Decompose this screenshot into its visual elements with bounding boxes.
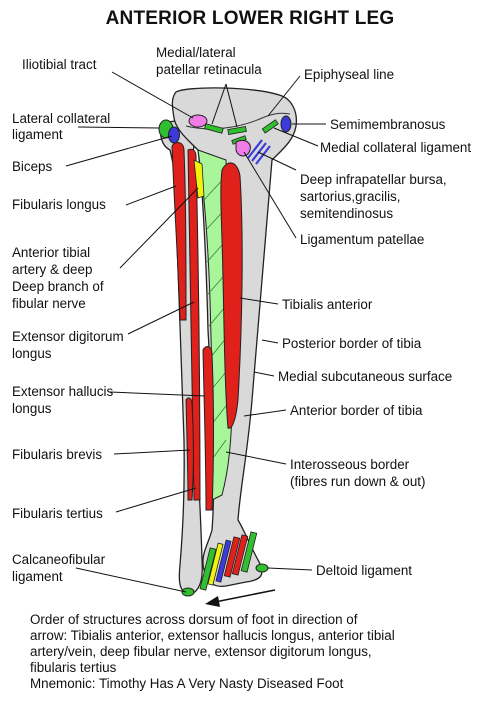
leader-lines — [65, 71, 326, 593]
label-edl-line1: Extensor digitorum — [12, 329, 124, 344]
label-lateral-collateral-line1: Lateral collateral — [12, 111, 111, 126]
caption-mnemonic: Mnemonic: Timothy Has A Very Nasty Disea… — [30, 676, 344, 691]
caption-line1: Order of structures across dorsum of foo… — [30, 612, 358, 627]
ehl-muscle — [202, 346, 214, 511]
direction-arrow — [205, 589, 276, 607]
retinaculum-medial — [227, 126, 247, 135]
label-anterior-border: Anterior border of tibia — [290, 403, 423, 418]
label-deep-bursa-line2: sartorius,gracilis, — [300, 189, 401, 204]
label-lateral-collateral-line2: ligament — [12, 127, 63, 142]
label-medial-surface: Medial subcutaneous surface — [278, 369, 453, 384]
ankle-tendon-fibularis-tertius — [199, 547, 217, 591]
label-interosseous-line2: (fibres run down & out) — [290, 474, 426, 489]
label-semimembranosus: Semimembranosus — [330, 117, 446, 132]
caption-block: Order of structures across dorsum of foo… — [30, 612, 498, 692]
ankle-tendons — [199, 531, 258, 591]
deep-infrapatellar-bursa — [235, 139, 251, 157]
medial-collateral-ligament — [261, 119, 279, 134]
label-fibularis-brevis: Fibularis brevis — [12, 447, 103, 462]
ankle-tendon-edl — [240, 531, 258, 573]
iliotibial-tract — [188, 114, 208, 128]
label-ligamentum-patellae: Ligamentum patellae — [300, 232, 425, 247]
ankle-tendon-artery — [215, 539, 232, 583]
fibularis-longus-muscle — [171, 142, 187, 321]
label-ant-tibial-line2: artery & deep — [12, 262, 93, 277]
diagram-title: ANTERIOR LOWER RIGHT LEG — [105, 8, 395, 29]
label-fibularis-tertius: Fibularis tertius — [12, 506, 103, 521]
ankle-tendon-nerve — [207, 542, 224, 586]
label-epiphyseal-line: Epiphyseal line — [304, 67, 395, 82]
label-posterior-border: Posterior border of tibia — [282, 336, 422, 351]
ankle-tendon-tibialis-anterior — [231, 534, 249, 576]
label-medial-collateral: Medial collateral ligament — [320, 140, 472, 155]
label-ehl-line1: Extensor hallucis — [12, 384, 114, 399]
label-ant-tibial-line1: Anterior tibial — [12, 245, 91, 260]
label-retinacula-line1: Medial/lateral — [156, 45, 236, 60]
calcaneofibular-ligament — [181, 587, 195, 597]
retinaculum-lateral — [204, 123, 224, 134]
label-fibularis-longus: Fibularis longus — [12, 197, 106, 212]
label-deep-bursa-line3: semitendinosus — [300, 206, 394, 221]
semimembranosus-insertion — [280, 115, 292, 133]
label-biceps: Biceps — [12, 159, 53, 174]
label-retinacula-line2: patellar retinacula — [156, 62, 262, 77]
label-interosseous-line1: Interosseous border — [290, 457, 410, 472]
deltoid-ligament — [255, 563, 269, 573]
edl-muscle — [187, 148, 201, 501]
label-calcaneofibular-line1: Calcaneofibular — [12, 552, 106, 567]
fibularis-brevis-muscle — [185, 397, 194, 501]
caption-line4: fibularis tertius — [30, 660, 117, 675]
ankle-tendon-ehl — [223, 536, 241, 578]
label-ant-tibial-line3: Deep branch of — [12, 279, 104, 294]
label-edl-line2: longus — [12, 346, 52, 361]
label-deltoid-ligament: Deltoid ligament — [316, 563, 413, 578]
label-deep-bursa-line1: Deep infrapatellar bursa, — [300, 172, 447, 187]
tibialis-anterior-muscle — [220, 162, 243, 429]
label-tibialis-anterior: Tibialis anterior — [282, 297, 373, 312]
label-calcaneofibular-line2: ligament — [12, 569, 63, 584]
label-iliotibial-tract: Iliotibial tract — [22, 57, 97, 72]
deep-fibular-nerve — [193, 159, 205, 199]
caption-line2: arrow: Tibialis anterior, extensor hallu… — [30, 628, 395, 643]
label-ehl-line2: longus — [12, 401, 52, 416]
label-ant-tibial-line4: fibular nerve — [12, 296, 86, 311]
biceps-insertion — [168, 126, 180, 144]
caption-line3: artery/vein, deep fibular nerve, extenso… — [30, 644, 372, 659]
